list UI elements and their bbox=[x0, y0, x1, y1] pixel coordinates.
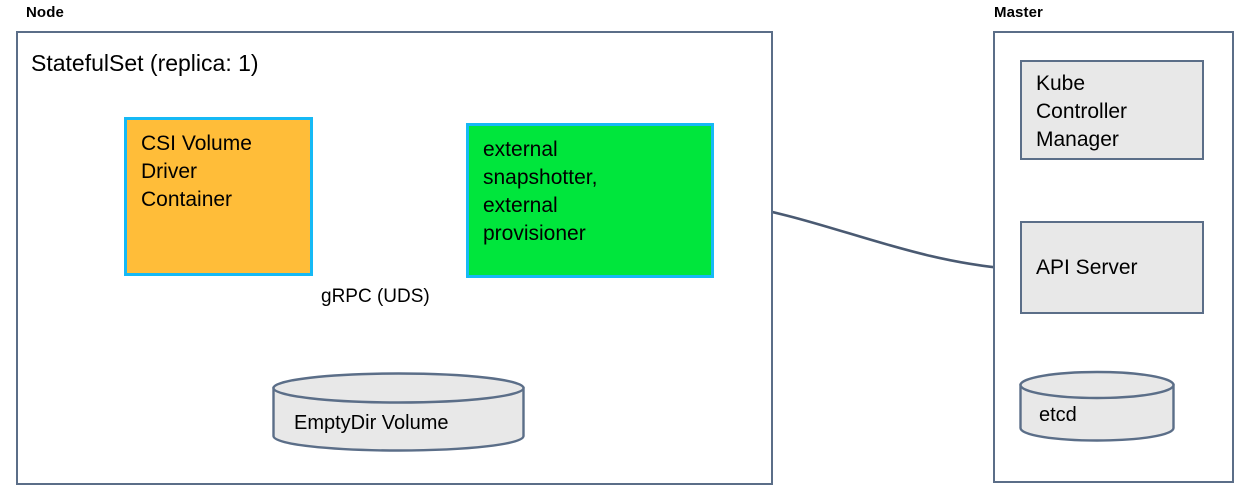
external-controllers-box[interactable]: external snapshotter, external provision… bbox=[466, 123, 714, 278]
csi-volume-driver-container-box[interactable]: CSI Volume Driver Container bbox=[124, 117, 313, 276]
edge-label-grpc-uds: gRPC (UDS) bbox=[321, 286, 430, 307]
emptydir-volume-label: EmptyDir Volume bbox=[294, 412, 449, 434]
statefulset-title: StatefulSet (replica: 1) bbox=[31, 50, 259, 76]
api-server-box[interactable]: API Server bbox=[1020, 221, 1204, 314]
etcd-label: etcd bbox=[1039, 404, 1077, 426]
etcd-cylinder[interactable]: etcd bbox=[1019, 370, 1175, 443]
group-caption-master: Master bbox=[994, 4, 1043, 21]
emptydir-volume-cylinder[interactable]: EmptyDir Volume bbox=[272, 372, 525, 452]
group-caption-node: Node bbox=[26, 4, 64, 21]
kube-controller-manager-box[interactable]: Kube Controller Manager bbox=[1020, 60, 1204, 160]
